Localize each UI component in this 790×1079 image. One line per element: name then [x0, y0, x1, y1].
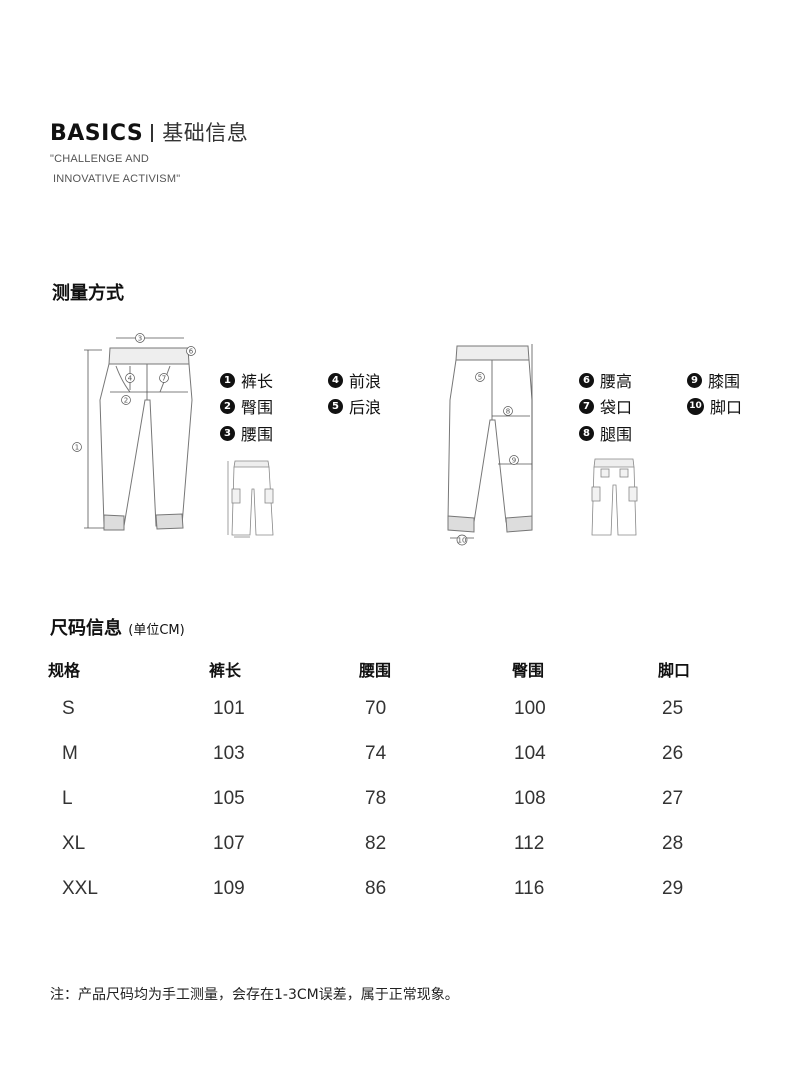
table-row: S 101 70 100 25	[48, 686, 782, 731]
brand-subtitle: 基础信息	[162, 121, 249, 145]
size-title-text: 尺码信息	[50, 618, 122, 639]
table-row: M 103 74 104 26	[48, 731, 782, 776]
table-cell: 105	[213, 787, 245, 809]
legend-number-badge: 2	[220, 398, 235, 414]
legend-label: 臀围	[241, 398, 274, 417]
legend-item-waist-height: 6 腰高	[579, 369, 632, 391]
table-cell: S	[62, 697, 75, 719]
svg-text:1: 1	[75, 444, 79, 452]
legend-item-leg-opening: 10 脚口	[687, 395, 742, 417]
legend-number-badge: 3	[220, 425, 235, 441]
table-cell: XXL	[62, 877, 98, 899]
table-cell: 101	[213, 697, 245, 719]
size-title: 尺码信息 (单位CM)	[50, 614, 185, 640]
svg-text:9: 9	[512, 457, 516, 465]
table-cell: 104	[514, 742, 546, 764]
column-header-length: 裤长	[209, 661, 242, 680]
legend-number-badge: 10	[687, 397, 704, 415]
legend-item-waist: 3 腰围	[220, 422, 273, 444]
svg-text:5: 5	[478, 374, 482, 382]
legend-label: 后浪	[349, 398, 382, 417]
table-cell: 25	[662, 697, 684, 719]
legend-item-knee: 9 膝围	[687, 369, 740, 391]
svg-text:10: 10	[458, 537, 467, 545]
legend-item-length: 1 裤长	[220, 369, 273, 391]
pants-back-diagram-icon: 5 8 9 10	[447, 344, 533, 546]
legend-label: 袋口	[600, 398, 633, 417]
table-cell: 86	[365, 877, 387, 899]
table-cell: 103	[213, 742, 245, 764]
column-header-size: 规格	[48, 661, 81, 680]
legend-label: 膝围	[708, 372, 741, 391]
pants-back-thumbnail-icon	[591, 458, 638, 536]
table-cell: 29	[662, 877, 684, 899]
table-cell: 78	[365, 787, 387, 809]
svg-text:3: 3	[138, 335, 142, 343]
table-cell: 28	[662, 832, 684, 854]
legend-number-badge: 1	[220, 372, 235, 388]
legend-label: 裤长	[241, 372, 274, 391]
column-header-hip: 臀围	[512, 661, 545, 680]
column-header-waist: 腰围	[359, 661, 392, 680]
legend-label: 腰围	[241, 425, 274, 444]
svg-text:7: 7	[162, 375, 166, 383]
svg-text:2: 2	[124, 397, 128, 405]
size-unit: (单位CM)	[128, 623, 185, 638]
table-row: XXL 109 86 116 29	[48, 866, 782, 911]
table-cell: 109	[213, 877, 245, 899]
legend-label: 脚口	[710, 398, 743, 417]
table-row: L 105 78 108 27	[48, 776, 782, 821]
slogan-line-1: "CHALLENGE AND	[50, 153, 150, 165]
slogan: "CHALLENGE AND INNOVATIVE ACTIVISM"	[50, 149, 180, 189]
legend-label: 前浪	[349, 372, 382, 391]
brand-divider	[151, 124, 154, 142]
brand-title: BASICS 基础信息	[50, 117, 248, 147]
pants-front-diagram-icon: 1 2 3 4 6 7	[72, 333, 196, 531]
table-cell: XL	[62, 832, 86, 854]
table-cell: L	[62, 787, 73, 809]
legend-item-back-rise: 5 后浪	[328, 395, 381, 417]
table-cell: 112	[514, 832, 545, 854]
slogan-line-2: INNOVATIVE ACTIVISM"	[53, 173, 181, 185]
column-header-leg-opening: 脚口	[658, 661, 691, 680]
table-row: XL 107 82 112 28	[48, 821, 782, 866]
table-cell: M	[62, 742, 78, 764]
table-cell: 82	[365, 832, 387, 854]
table-cell: 116	[514, 877, 545, 899]
legend-number-badge: 6	[579, 372, 594, 388]
table-cell: 100	[514, 697, 546, 719]
svg-text:6: 6	[189, 348, 194, 356]
table-cell: 74	[365, 742, 387, 764]
measurement-note: 注：产品尺码均为手工测量，会存在1-3CM误差，属于正常现象。	[50, 987, 459, 1003]
legend-number-badge: 5	[328, 398, 343, 414]
legend-item-hip: 2 臀围	[220, 395, 273, 417]
legend-label: 腿围	[600, 425, 633, 444]
legend-number-badge: 8	[579, 425, 594, 441]
size-table: 规格 裤长 腰围 臀围 脚口 S 101 70 100 25 M 103 74 …	[48, 652, 782, 911]
table-cell: 27	[662, 787, 684, 809]
legend-label: 腰高	[600, 372, 633, 391]
table-cell: 108	[514, 787, 546, 809]
legend-number-badge: 4	[328, 372, 343, 388]
legend-item-pocket: 7 袋口	[579, 395, 632, 417]
table-header-row: 规格 裤长 腰围 臀围 脚口	[48, 652, 782, 686]
svg-text:4: 4	[128, 375, 133, 383]
legend-item-thigh: 8 腿围	[579, 422, 632, 444]
measure-title: 测量方式	[52, 283, 124, 304]
legend-number-badge: 7	[579, 398, 594, 414]
legend-number-badge: 9	[687, 372, 702, 388]
svg-text:8: 8	[506, 408, 510, 416]
table-cell: 26	[662, 742, 684, 764]
brand-name: BASICS	[50, 121, 144, 146]
pants-front-thumbnail-icon	[227, 460, 274, 538]
table-cell: 107	[213, 832, 245, 854]
table-cell: 70	[365, 697, 387, 719]
legend-item-front-rise: 4 前浪	[328, 369, 381, 391]
